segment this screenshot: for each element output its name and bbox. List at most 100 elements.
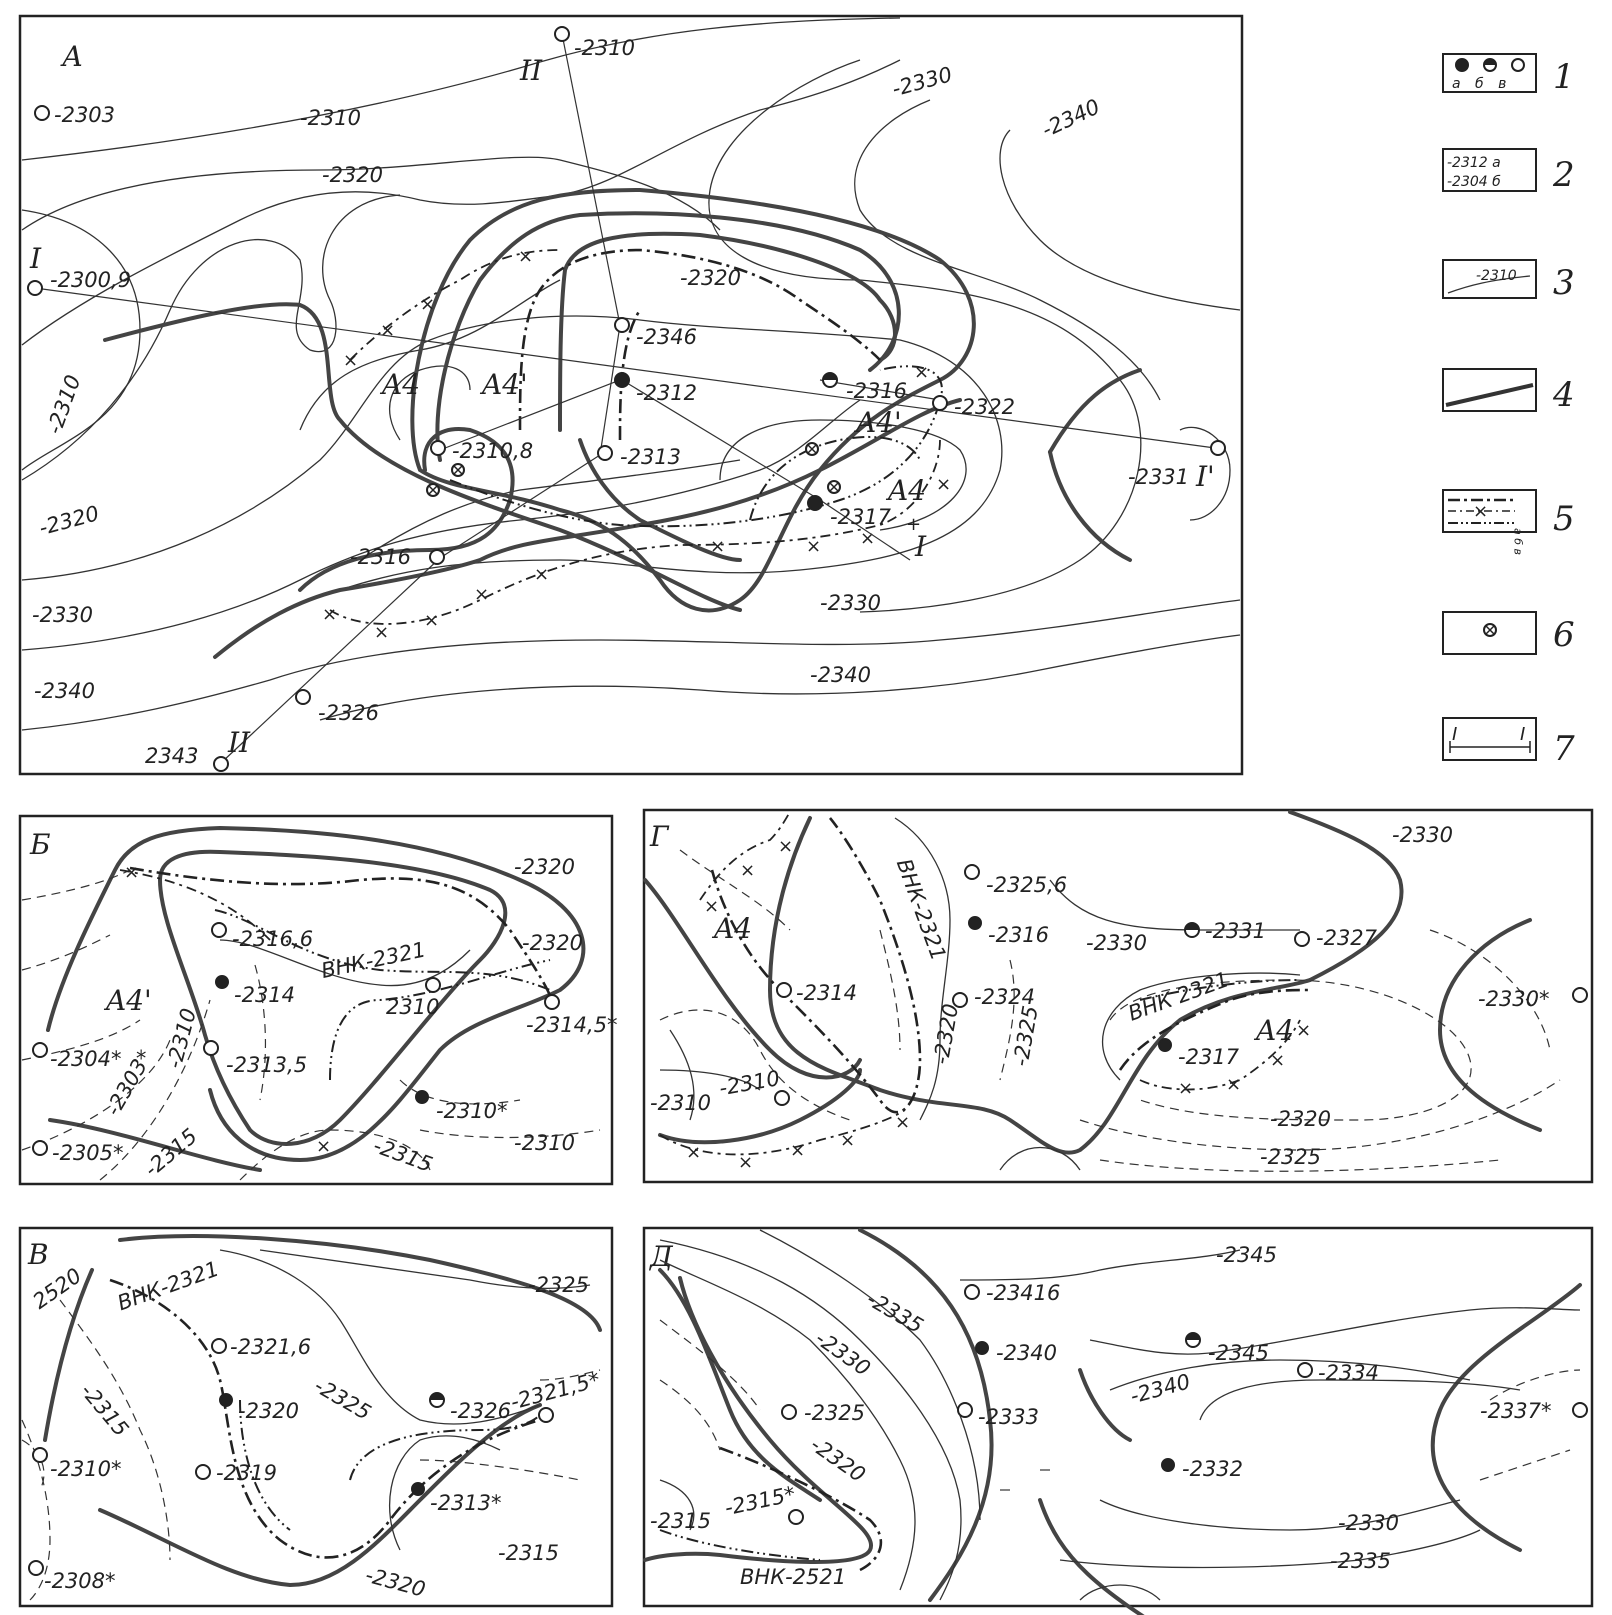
contour-label: -2310 <box>300 106 361 130</box>
x-mark: × <box>534 564 549 585</box>
zone-boundary-line <box>349 1407 546 1481</box>
x-mark: × <box>1473 501 1488 522</box>
contour-line <box>21 59 901 346</box>
well-label: -2312 <box>636 381 697 405</box>
x-mark: × <box>1226 1074 1241 1095</box>
contour-label: -2310 <box>514 1131 575 1155</box>
x-mark: × <box>1270 1050 1285 1071</box>
contour-line <box>1101 972 1301 1081</box>
well-label: -2337* <box>1480 1399 1552 1423</box>
profile-line-segment <box>599 324 621 456</box>
panel-a-frame <box>18 14 1244 776</box>
x-boundary-line <box>119 869 271 941</box>
boundary-line <box>118 1234 602 1332</box>
legend-box-3 <box>1442 259 1537 299</box>
legend-number: 3 <box>1553 263 1575 303</box>
well-label: -2331 <box>1128 465 1189 489</box>
x-mark: × <box>704 896 719 917</box>
well-marker <box>27 280 43 296</box>
profile-line-segment <box>439 379 621 451</box>
x-mark: × <box>518 246 533 267</box>
well-label: -2320 <box>238 1399 299 1423</box>
contour-line <box>21 156 721 231</box>
well-label: -2313* <box>430 1491 502 1515</box>
contour-label: -2320 <box>929 1002 963 1066</box>
well-label: -2321,5* <box>508 1367 603 1414</box>
zone-boundary-line <box>329 959 551 1081</box>
profile-label: I <box>29 242 42 275</box>
well-marker <box>429 549 445 565</box>
zone-label: ВНК-2321 <box>319 937 428 983</box>
contour-dashed <box>419 1129 601 1139</box>
x-mark: × <box>710 536 725 557</box>
boundary-line <box>658 1268 822 1502</box>
legend-text: -2312 а <box>1447 155 1501 171</box>
boundary-line <box>46 825 586 1163</box>
legend-sublabels: а б в <box>1452 76 1506 92</box>
well-marker <box>34 105 50 121</box>
x-mark: × <box>740 860 755 881</box>
contour-label: -2340 <box>810 663 871 687</box>
legend-box-1 <box>1442 53 1537 93</box>
x-mark: × <box>1178 1078 1193 1099</box>
boundary-line <box>643 1276 874 1564</box>
legend-number: 5 <box>1553 499 1575 539</box>
legend-contour-icon <box>1447 275 1531 294</box>
well-marker <box>425 977 441 993</box>
profile-line-i <box>34 287 1216 449</box>
well-label: -2316 <box>350 545 411 569</box>
contour-line <box>1049 879 1300 931</box>
well-label: -2345 <box>1208 1341 1269 1365</box>
boundary-line <box>1288 810 1404 982</box>
well-marker <box>203 1040 219 1056</box>
x-mark: + <box>906 514 921 535</box>
contour-dashed <box>659 1379 721 1451</box>
x-mark: × <box>124 862 139 883</box>
well-marker <box>32 1042 48 1058</box>
well-marker-half <box>823 373 837 380</box>
well-label: -2332 <box>1182 1457 1243 1481</box>
panel-v-letter: В <box>27 1238 49 1271</box>
contour-line <box>21 17 901 161</box>
boundary-line <box>48 1118 262 1172</box>
contour-line <box>259 1249 591 1289</box>
contour-line <box>959 1249 1241 1281</box>
contour-line <box>708 59 1142 613</box>
well-marker <box>1210 440 1226 456</box>
panel-g-frame <box>642 808 1594 1184</box>
zone-boundary-line <box>129 866 554 1003</box>
well-marker <box>964 1284 980 1300</box>
contour-label: -2330 <box>890 62 955 101</box>
x-mark: × <box>316 1136 331 1157</box>
contour-line <box>854 99 1161 401</box>
boundary-line <box>1437 918 1542 1132</box>
legend-text: -2304 б <box>1447 174 1501 190</box>
x-mark: × <box>790 1140 805 1161</box>
boundary-line <box>1048 450 1132 562</box>
contour-dashed <box>879 929 901 1051</box>
x-mark: × <box>895 1112 910 1133</box>
contour-line <box>659 1069 761 1091</box>
well-marker <box>554 26 570 42</box>
contour-label: -2335 <box>863 1287 928 1338</box>
profile-line-ii-north <box>561 33 621 326</box>
contour-line <box>999 1147 1081 1171</box>
well-label: -2325 <box>804 1401 865 1425</box>
well-marker <box>614 317 630 333</box>
profile-label: II <box>519 54 543 87</box>
well-label: -2305* <box>52 1141 124 1165</box>
contour-label: -2340 <box>34 679 95 703</box>
well-marker-producing <box>975 1341 989 1355</box>
profile-label: I' <box>1195 460 1215 493</box>
contour-line <box>219 1249 541 1425</box>
well-label: -2316,6 <box>232 927 313 951</box>
map-panel-g: Г × × × × × × × × × × × × <box>642 808 1594 1184</box>
contour-label: -2315 <box>650 1509 711 1533</box>
well-label: -2300,9 <box>50 268 131 292</box>
contour-label: -2340 <box>1128 1369 1193 1408</box>
map-panel-v: В 2520 ВНК-2321 -2325 -2321,6 -2315 -232… <box>18 1226 614 1608</box>
x-mark: × <box>806 536 821 557</box>
x-mark: × <box>936 474 951 495</box>
x-mark: × <box>343 350 358 371</box>
well-label: -2314 <box>796 981 857 1005</box>
